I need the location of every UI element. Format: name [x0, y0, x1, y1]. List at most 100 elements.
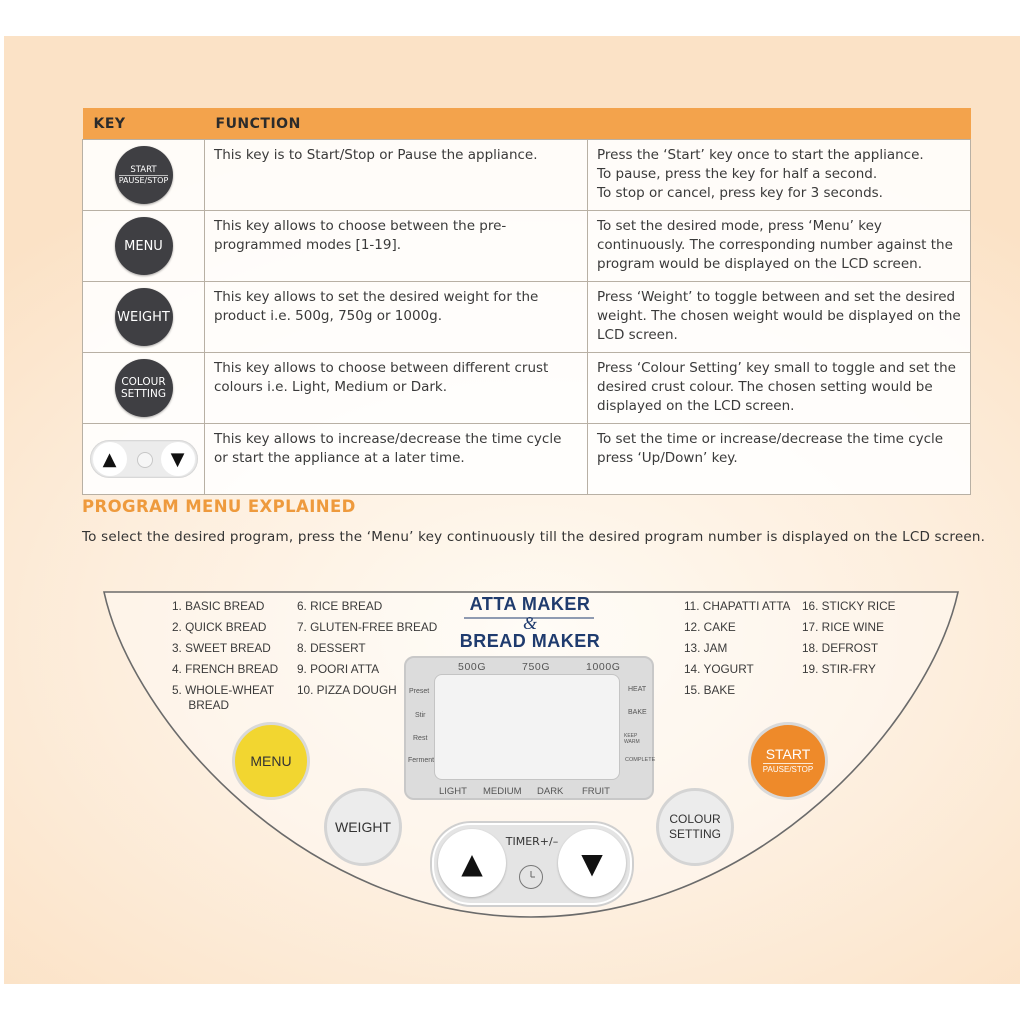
program-list-col4: 16. STICKY RICE 17. RICE WINE 18. DEFROS… — [802, 596, 896, 680]
lcd-status-label: BAKE — [628, 709, 647, 716]
lcd-status-label: Stir — [415, 712, 426, 719]
timer-down-button[interactable]: ▼ — [558, 829, 626, 897]
start-button-label: START — [765, 746, 811, 762]
key-label: COLOUR — [121, 376, 166, 388]
details-cell: Press ‘Colour Setting’ key small to togg… — [587, 352, 971, 424]
key-label: PAUSE/STOP — [118, 174, 169, 185]
menu-key-icon: MENU — [114, 217, 173, 275]
details-line: Press the ‘Start’ key once to start the … — [597, 147, 924, 163]
start-key-icon: START PAUSE/STOP — [114, 146, 173, 204]
colour-setting-button[interactable]: COLOUR SETTING — [656, 788, 734, 866]
lcd-status-label: Ferment — [408, 757, 435, 764]
list-item: 5. WHOLE-WHEAT — [172, 683, 275, 697]
list-item: 14. YOGURT — [684, 662, 754, 676]
details-cell: To set the time or increase/decrease the… — [587, 423, 971, 495]
list-item: 11. CHAPATTI ATTA — [684, 599, 791, 613]
lcd-weight-label: 1000G — [586, 661, 621, 673]
colour-setting-key-icon: COLOUR SETTING — [114, 359, 173, 417]
details-line: To stop or cancel, press key for 3 secon… — [597, 185, 883, 201]
table-header-row: KEY FUNCTION — [82, 108, 971, 140]
details-cell: Press ‘Weight’ to toggle between and set… — [587, 281, 971, 353]
timer-dot-icon — [136, 452, 153, 468]
up-down-key-icon: ▲ ▼ — [89, 440, 198, 478]
list-item: 2. QUICK BREAD — [172, 620, 267, 634]
list-item: 4. FRENCH BREAD — [172, 662, 279, 676]
weight-key-icon: WEIGHT — [114, 288, 173, 346]
lcd-status-label: KEEP WARM — [624, 733, 640, 745]
weight-button[interactable]: WEIGHT — [324, 788, 402, 866]
lcd-status-label: COMPLETE — [625, 757, 656, 763]
key-cell: WEIGHT — [82, 281, 205, 353]
timer-up-button[interactable]: ▲ — [438, 829, 506, 897]
lcd-crust-label: MEDIUM — [483, 786, 522, 797]
list-item: 6. RICE BREAD — [297, 599, 383, 613]
key-label: SETTING — [120, 388, 167, 400]
key-label: START — [130, 164, 157, 175]
list-item: 18. DEFROST — [802, 641, 879, 655]
list-item: 1. BASIC BREAD — [172, 599, 265, 613]
list-item: 19. STIR-FRY — [802, 662, 876, 676]
clock-icon — [519, 865, 543, 889]
list-item: 17. RICE WINE — [802, 620, 884, 634]
program-list-col3: 11. CHAPATTI ATTA 12. CAKE 13. JAM 14. Y… — [684, 596, 790, 701]
menu-button-label: MENU — [250, 753, 292, 769]
table-row: START PAUSE/STOP This key is to Start/St… — [82, 139, 971, 211]
key-label: WEIGHT — [117, 309, 170, 325]
timer-label: TIMER+/– — [505, 835, 559, 848]
brand-ampersand: & — [522, 613, 537, 633]
start-button-sublabel: PAUSE/STOP — [762, 763, 814, 774]
lcd-crust-label: LIGHT — [439, 786, 467, 797]
lcd-crust-label: DARK — [537, 786, 564, 797]
down-arrow-icon: ▼ — [160, 442, 195, 476]
lcd-status-label: HEAT — [628, 686, 647, 693]
list-item: 13. JAM — [684, 641, 728, 655]
list-item: 7. GLUTEN-FREE BREAD — [297, 620, 438, 634]
lcd-status-label: Preset — [409, 688, 430, 695]
key-cell: COLOUR SETTING — [82, 352, 205, 424]
table-row: WEIGHT This key allows to set the desire… — [82, 281, 971, 353]
lcd-weight-label: 500G — [458, 661, 487, 673]
key-cell: START PAUSE/STOP — [82, 139, 205, 211]
section-title: PROGRAM MENU EXPLAINED — [82, 497, 356, 516]
header-function: FUNCTION — [204, 108, 588, 140]
list-item: 16. STICKY RICE — [802, 599, 896, 613]
table-row: ▲ ▼ This key allows to increase/decrease… — [82, 423, 971, 495]
function-cell: This key allows to choose between the pr… — [204, 210, 588, 282]
details-line: To pause, press the key for half a secon… — [597, 166, 878, 182]
brand-line: BREAD MAKER — [459, 631, 601, 651]
list-item: 10. PIZZA DOUGH — [297, 683, 397, 697]
key-cell: MENU — [82, 210, 205, 282]
up-arrow-icon: ▲ — [92, 442, 127, 476]
key-cell: ▲ ▼ — [82, 423, 205, 495]
colour-button-label: COLOUR — [669, 812, 721, 826]
list-item: 3. SWEET BREAD — [172, 641, 271, 655]
lcd-crust-label: FRUIT — [582, 786, 610, 797]
list-item: BREAD — [172, 698, 230, 712]
list-item: 15. BAKE — [684, 683, 736, 697]
program-list-col2: 6. RICE BREAD 7. GLUTEN-FREE BREAD 8. DE… — [297, 596, 437, 701]
menu-button[interactable]: MENU — [232, 722, 310, 800]
brand-logo: ATTA MAKER & BREAD MAKER — [440, 594, 620, 652]
lcd-display: 500G 750G 1000G Preset Stir Rest Ferment… — [404, 656, 656, 800]
lcd-weight-label: 750G — [522, 661, 551, 673]
details-cell: Press the ‘Start’ key once to start the … — [587, 139, 971, 211]
lcd-status-label: Rest — [413, 735, 428, 742]
function-cell: This key allows to choose between differ… — [204, 352, 588, 424]
timer-control: ▲ TIMER+/– ▼ — [432, 823, 632, 905]
instruction-text: To select the desired program, press the… — [82, 529, 986, 545]
brand-line: ATTA MAKER — [469, 594, 591, 614]
function-cell: This key allows to increase/decrease the… — [204, 423, 588, 495]
table-row: COLOUR SETTING This key allows to choose… — [82, 352, 971, 424]
colour-button-label: SETTING — [668, 827, 721, 841]
program-list-col1: 1. BASIC BREAD 2. QUICK BREAD 3. SWEET B… — [172, 596, 278, 716]
lcd-screen — [434, 674, 620, 780]
list-item: 9. POORI ATTA — [297, 662, 380, 676]
weight-button-label: WEIGHT — [335, 819, 391, 835]
list-item: 12. CAKE — [684, 620, 736, 634]
function-cell: This key allows to set the desired weigh… — [204, 281, 588, 353]
key-function-table: KEY FUNCTION START PAUSE/STOP This key i… — [82, 108, 971, 495]
key-label: MENU — [124, 238, 163, 254]
header-key: KEY — [82, 108, 205, 140]
list-item: 8. DESSERT — [297, 641, 366, 655]
start-button[interactable]: START PAUSE/STOP — [748, 722, 828, 800]
